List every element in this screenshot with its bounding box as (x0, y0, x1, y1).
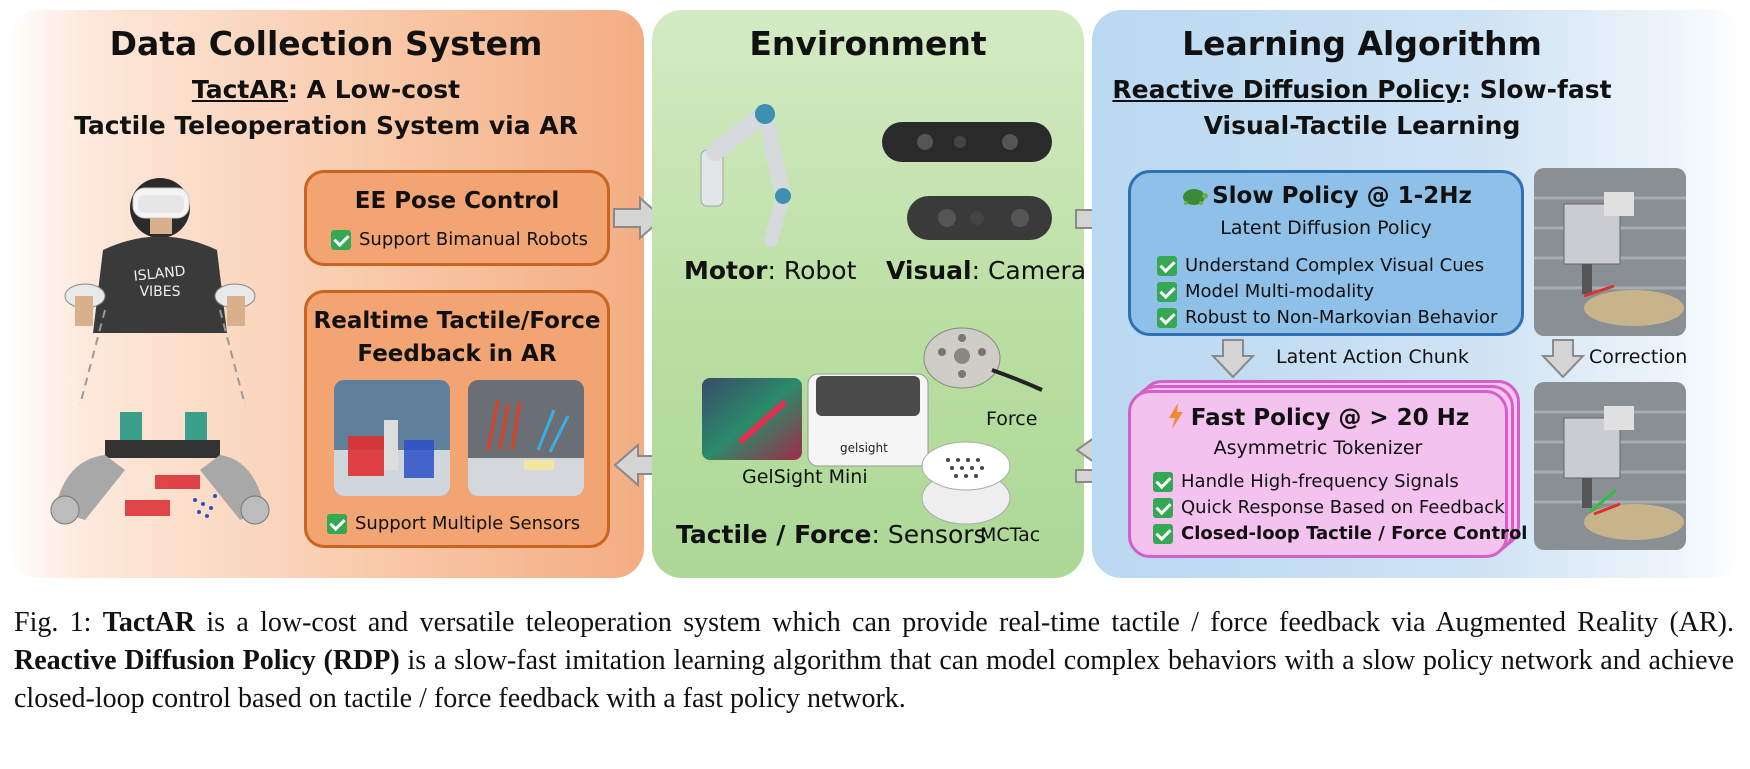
fast-item-label: Quick Response Based on Feedback (1181, 497, 1505, 518)
visual-bold: Visual (886, 256, 972, 285)
learning-subtitle-rest: : Slow-fast (1461, 75, 1612, 104)
mctac-label: MCTac (980, 524, 1041, 546)
caption-text-1: is a low-cost and versatile teleoperatio… (195, 607, 1734, 638)
correction-label: Correction (1589, 346, 1688, 368)
ar-feedback-photo-1 (334, 380, 450, 496)
tactile-force-label: Tactile / Force: Sensors (676, 520, 987, 549)
camera-image-1 (882, 122, 1052, 162)
caption-text-2: is a slow-fast imitation learning algori… (14, 645, 1735, 714)
ee-pose-control-box: EE Pose Control Support Bimanual Robots (304, 170, 610, 266)
mctac-image (921, 441, 1011, 525)
slow-item-row: Model Multi-modality (1157, 281, 1374, 302)
slow-policy-title: Slow Policy @ 1-2Hz (1212, 183, 1472, 209)
tactile-bold: Tactile / Force (676, 520, 872, 549)
fast-item-row: Closed-loop Tactile / Force Control (1153, 523, 1527, 544)
visual-rest: : Camera (971, 256, 1087, 285)
fast-policy-title: Fast Policy @ > 20 Hz (1190, 405, 1470, 431)
slow-policy-box: Slow Policy @ 1-2Hz Latent Diffusion Pol… (1128, 170, 1524, 336)
caption-bold-tactar: TactAR (102, 607, 196, 638)
checkbox-icon (1157, 281, 1177, 302)
hoodie-text: ISLAND (133, 263, 186, 284)
caption-prefix: Fig. 1: (14, 607, 103, 638)
feedback-check-label: Support Multiple Sensors (355, 513, 581, 534)
fast-item-label: Closed-loop Tactile / Force Control (1181, 523, 1528, 544)
data-collection-subtitle-line2: Tactile Teleoperation System via AR (74, 111, 578, 140)
tactar-name: TactAR (191, 75, 288, 104)
feedback-title-line2: Feedback in AR (357, 341, 557, 367)
data-collection-title: Data Collection System (109, 24, 543, 63)
dashed-connectors (79, 309, 246, 406)
visual-label: Visual: Camera (886, 256, 1086, 285)
checkbox-icon (1153, 471, 1173, 492)
svg-text:VIBES: VIBES (139, 284, 180, 300)
learning-subtitle: Reactive Diffusion Policy: Slow-fast (1092, 72, 1742, 108)
checkbox-icon (1153, 497, 1173, 518)
bimanual-robot-photo (50, 412, 270, 525)
figure-caption: Fig. 1: TactAR is a low-cost and versati… (14, 604, 1734, 718)
checkbox-icon (327, 513, 347, 534)
feedback-title-line1: Realtime Tactile/Force (313, 308, 601, 334)
ee-pose-title: EE Pose Control (354, 188, 560, 214)
slow-item-label: Understand Complex Visual Cues (1185, 255, 1485, 276)
checkbox-icon (1153, 523, 1173, 544)
environment-panel: Environment (652, 10, 1084, 578)
tactile-rest: : Sensors (871, 520, 987, 549)
checkbox-icon (1157, 307, 1177, 328)
fast-item-row: Handle High-frequency Signals (1153, 471, 1459, 492)
motor-bold: Motor (684, 256, 768, 285)
motor-label: Motor: Robot (684, 256, 856, 285)
down-arrow-icon (1210, 339, 1256, 379)
environment-title: Environment (749, 24, 987, 63)
data-collection-subtitle: TactAR: A Low-cost (8, 72, 644, 108)
force-label: Force (986, 408, 1038, 430)
robot-arm-image (700, 104, 791, 247)
fast-policy-subtitle: Asymmetric Tokenizer (1213, 437, 1423, 459)
subtitle-rest: : A Low-cost (287, 75, 461, 104)
gelsight-mini-image: gelsight (702, 373, 929, 467)
slow-policy-photo (1534, 168, 1686, 336)
camera-image-2 (907, 196, 1052, 240)
caption-bold-rdp: Reactive Diffusion Policy (RDP) (14, 645, 400, 676)
lightning-icon (1168, 403, 1183, 429)
fast-policy-box: Fast Policy @ > 20 Hz Asymmetric Tokeniz… (1128, 390, 1527, 558)
rdp-name: Reactive Diffusion Policy (1112, 75, 1462, 104)
slow-item-label: Model Multi-modality (1185, 281, 1374, 302)
arrow-to-environment-icon (613, 195, 665, 241)
turtle-icon (1183, 189, 1209, 205)
vr-operator-photo: ISLAND VIBES (64, 178, 256, 333)
ee-pose-check-label: Support Bimanual Robots (359, 229, 588, 250)
gelsight-logo: gelsight (840, 441, 888, 455)
slow-policy-title-row: Slow Policy @ 1-2Hz (1131, 183, 1521, 209)
fast-item-row: Quick Response Based on Feedback (1153, 497, 1505, 518)
gelsight-label: GelSight Mini (742, 466, 868, 488)
checkbox-icon (331, 229, 351, 250)
slow-item-label: Robust to Non-Markovian Behavior (1185, 307, 1498, 328)
ar-feedback-photo-2 (468, 380, 584, 496)
slow-item-row: Understand Complex Visual Cues (1157, 255, 1484, 276)
slow-policy-subtitle: Latent Diffusion Policy (1220, 217, 1432, 239)
latent-action-chunk-label: Latent Action Chunk (1276, 346, 1469, 368)
force-sensor-image (923, 327, 1043, 392)
ee-pose-check-row: Support Bimanual Robots (331, 229, 588, 250)
learning-title: Learning Algorithm (1182, 24, 1542, 63)
fast-policy-photo (1534, 382, 1686, 550)
checkbox-icon (1157, 255, 1177, 276)
fast-item-label: Handle High-frequency Signals (1181, 471, 1459, 492)
motor-rest: : Robot (767, 256, 857, 285)
fast-policy-title-row: Fast Policy @ > 20 Hz (1131, 403, 1505, 431)
slow-item-row: Robust to Non-Markovian Behavior (1157, 307, 1497, 328)
feedback-check-row: Support Multiple Sensors (327, 513, 580, 534)
learning-subtitle-line2: Visual-Tactile Learning (1203, 111, 1521, 140)
correction-arrow-icon (1540, 339, 1586, 379)
